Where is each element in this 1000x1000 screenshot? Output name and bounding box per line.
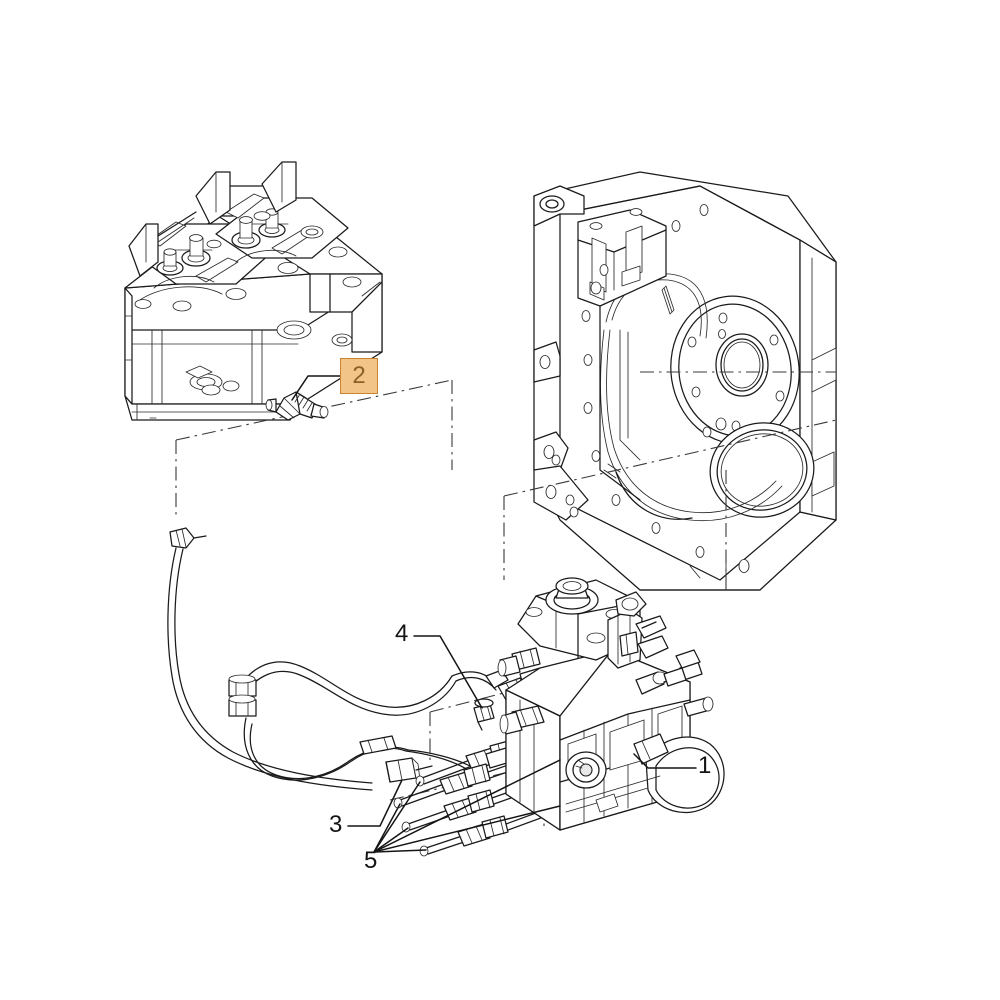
callout-label-5[interactable]: 5 <box>364 847 378 874</box>
temperature-sensor-switch <box>265 391 329 421</box>
callout-label-1[interactable]: 1 <box>698 752 712 779</box>
engine-block-timing-case <box>533 171 837 591</box>
banjo-fitting <box>473 698 495 731</box>
fuel-hose-assembly <box>167 527 509 791</box>
callout-label-4[interactable]: 4 <box>395 620 409 647</box>
fuel-injection-pump <box>497 577 725 831</box>
callout-box-highlighted-2[interactable]: 2 <box>340 358 378 394</box>
callout-label-3[interactable]: 3 <box>329 811 343 838</box>
cylinder-head-assembly <box>124 161 383 421</box>
leader-lines <box>291 375 697 853</box>
